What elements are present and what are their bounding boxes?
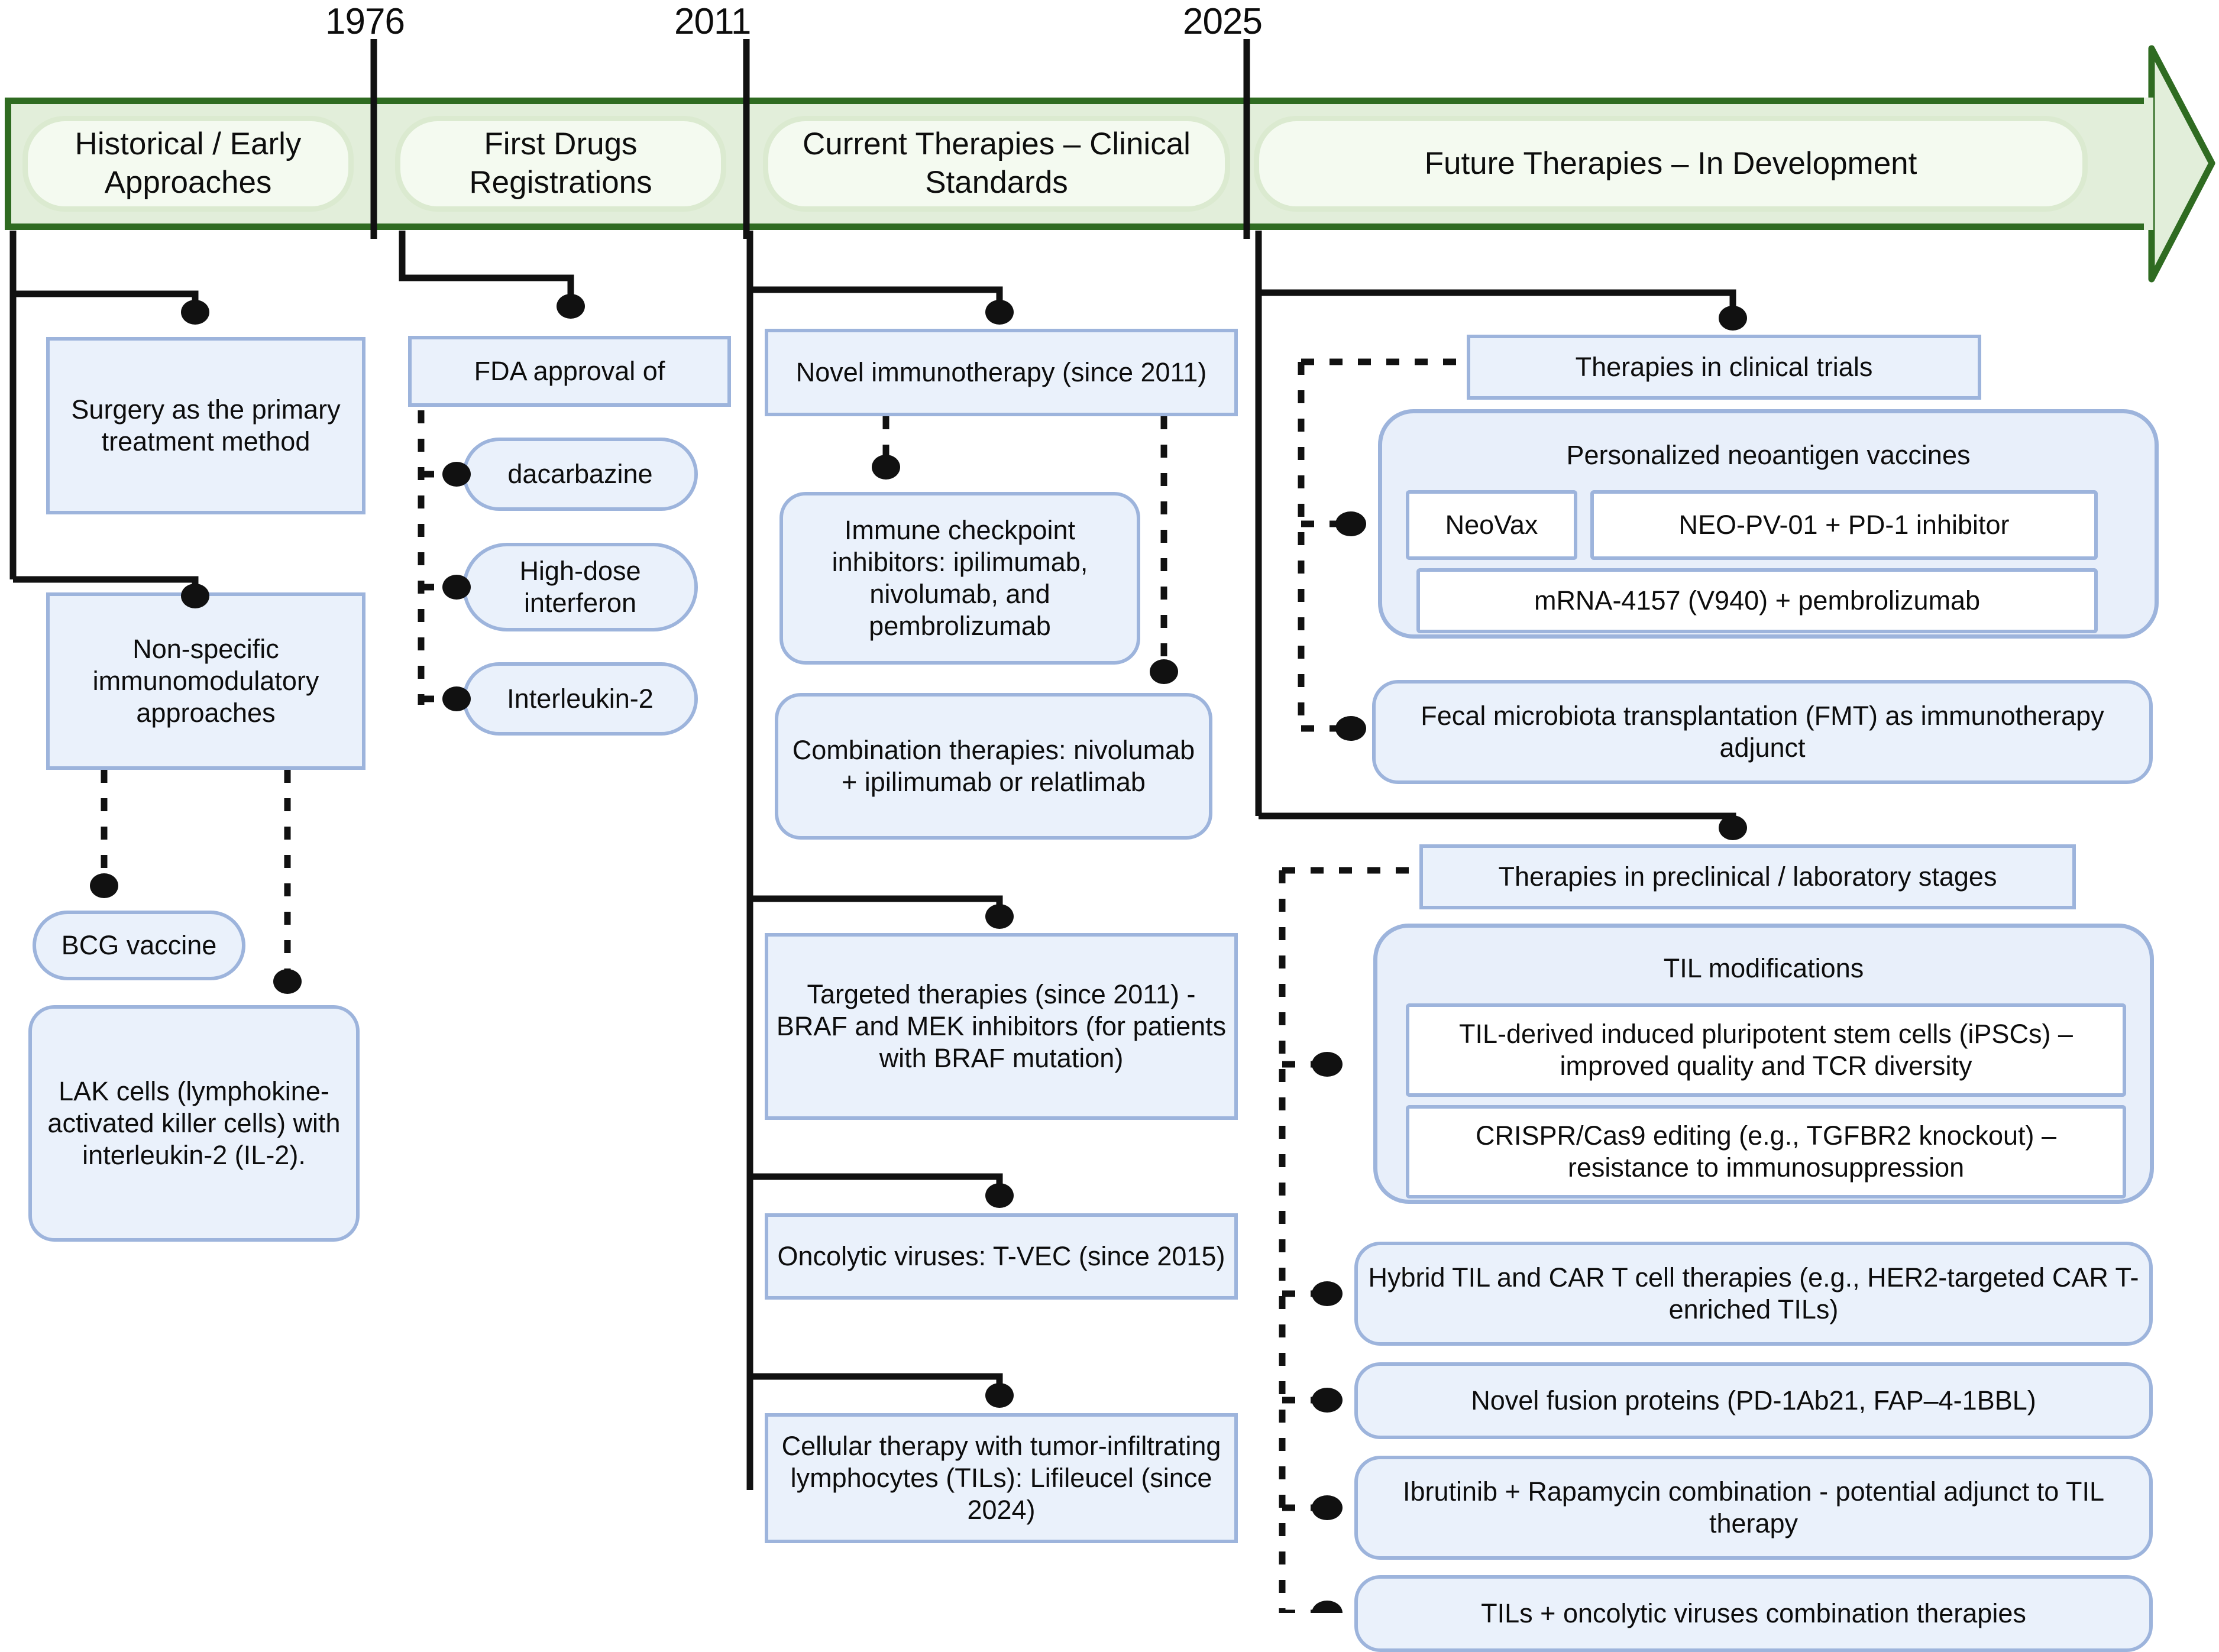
dot-til-mods — [1312, 1052, 1343, 1077]
timeline-diagram: 1976 2011 2025 Historical / Early Approa… — [5, 1, 2215, 1652]
node-nonspecific-immunomodulatory[interactable]: Non-specific immunomodulatory approaches — [46, 592, 365, 770]
year-label-2011: 2011 — [674, 1, 751, 42]
year-label-1976: 1976 — [325, 1, 405, 42]
node-novel-fusion-proteins[interactable]: Novel fusion proteins (PD-1Ab21, FAP–4-1… — [1354, 1362, 2153, 1439]
dot-lak — [273, 969, 302, 994]
year-label-2025: 2025 — [1183, 1, 1263, 42]
dot-ibrutinib — [1312, 1495, 1343, 1520]
subnode-neo-pv-01[interactable]: NEO-PV-01 + PD-1 inhibitor — [1590, 490, 2098, 560]
group-personalized-neoantigen-vaccines: Personalized neoantigen vaccines NeoVax … — [1378, 409, 2159, 639]
subnode-neovax[interactable]: NeoVax — [1406, 490, 1577, 560]
dot-novel — [985, 300, 1014, 325]
timeline-arrowhead — [2148, 45, 2215, 283]
node-therapies-clinical-trials[interactable]: Therapies in clinical trials — [1467, 335, 1981, 400]
dot-fda-header — [557, 294, 585, 319]
group-til-modifications: TIL modifications TIL-derived induced pl… — [1373, 924, 2154, 1204]
node-combination-therapies[interactable]: Combination therapies: nivolumab + ipili… — [775, 693, 1212, 840]
subnode-til-ipsc[interactable]: TIL-derived induced pluripotent stem cel… — [1406, 1003, 2126, 1097]
node-surgery-primary[interactable]: Surgery as the primary treatment method — [46, 337, 365, 514]
node-ibrutinib-rapamycin[interactable]: Ibrutinib + Rapamycin combination - pote… — [1354, 1456, 2153, 1560]
dot-vaccines — [1335, 511, 1366, 536]
phase-pill-historical[interactable]: Historical / Early Approaches — [22, 116, 354, 212]
node-hybrid-til-car-t[interactable]: Hybrid TIL and CAR T cell therapies (e.g… — [1354, 1242, 2153, 1346]
node-cellular-therapy-tils[interactable]: Cellular therapy with tumor-infiltrating… — [765, 1413, 1238, 1543]
node-fda-approval-header[interactable]: FDA approval of — [408, 336, 731, 407]
node-interleukin-2[interactable]: Interleukin-2 — [462, 662, 698, 736]
group-title-til-modifications: TIL modifications — [1663, 953, 1864, 983]
dot-clinical-trials — [1719, 306, 1747, 331]
connector-future-preclinical — [1259, 812, 1736, 825]
node-therapies-preclinical[interactable]: Therapies in preclinical / laboratory st… — [1419, 844, 2076, 909]
connector-future-clinical — [1259, 289, 1736, 316]
phase-pill-current[interactable]: Current Therapies – Clinical Standards — [763, 116, 1230, 212]
connector-first-drugs-trunk — [399, 231, 574, 307]
connector-hist-surgery — [13, 290, 199, 315]
dot-fmt — [1335, 716, 1366, 741]
dot-fusion — [1312, 1388, 1343, 1413]
node-immune-checkpoint-inhibitors[interactable]: Immune checkpoint inhibitors: ipilimumab… — [779, 492, 1140, 665]
connector-current-targeted — [750, 895, 1003, 914]
connector-current-oncolytic — [750, 1173, 1003, 1193]
subnode-mrna-4157[interactable]: mRNA-4157 (V940) + pembrolizumab — [1416, 568, 2098, 633]
dot-oncolytic — [985, 1183, 1014, 1208]
dot-hybrid — [1312, 1281, 1343, 1306]
node-bcg-vaccine[interactable]: BCG vaccine — [33, 911, 245, 980]
node-high-dose-interferon[interactable]: High-dose interferon — [462, 543, 698, 631]
dot-cellular — [985, 1383, 1014, 1408]
group-title-vaccines: Personalized neoantigen vaccines — [1566, 440, 1971, 470]
dot-targeted — [985, 904, 1014, 929]
connector-current-cellular — [750, 1373, 1003, 1393]
dot-hist-surgery — [181, 300, 209, 325]
node-fmt-adjunct[interactable]: Fecal microbiota transplantation (FMT) a… — [1372, 680, 2153, 784]
dot-tils-onco — [1312, 1601, 1343, 1613]
dot-preclinical — [1719, 815, 1747, 840]
dot-bcg — [90, 873, 118, 898]
dot-combination — [1150, 659, 1178, 684]
connector-current-novel — [750, 286, 1003, 310]
node-lak-cells[interactable]: LAK cells (lymphokine-activated killer c… — [28, 1005, 360, 1242]
node-novel-immunotherapy[interactable]: Novel immunotherapy (since 2011) — [765, 329, 1238, 416]
dot-checkpoint — [872, 455, 900, 480]
node-oncolytic-viruses[interactable]: Oncolytic viruses: T-VEC (since 2015) — [765, 1213, 1238, 1300]
phase-pill-future[interactable]: Future Therapies – In Development — [1254, 116, 2088, 212]
node-dacarbazine[interactable]: dacarbazine — [462, 438, 698, 511]
phase-pill-first-drugs[interactable]: First Drugs Registrations — [395, 116, 726, 212]
node-tils-oncolytic-combination[interactable]: TILs + oncolytic viruses combination the… — [1354, 1575, 2153, 1652]
subnode-crispr-cas9[interactable]: CRISPR/Cas9 editing (e.g., TGFBR2 knocko… — [1406, 1105, 2126, 1198]
node-targeted-therapies[interactable]: Targeted therapies (since 2011) - BRAF a… — [765, 933, 1238, 1120]
